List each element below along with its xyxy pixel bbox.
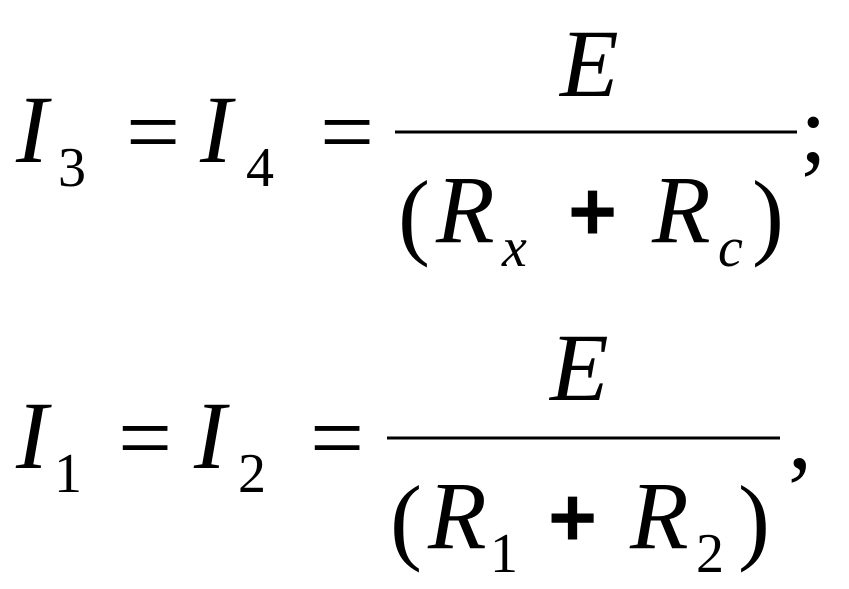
eq2-open-paren: ( — [390, 466, 422, 573]
eq1-term1-symbol: R — [435, 156, 495, 263]
eq2-lhs2-symbol: I — [193, 382, 230, 489]
eq1-numerator: E — [558, 10, 619, 117]
eq2-plus-operator: + — [548, 470, 597, 564]
eq2-term1-symbol: R — [427, 462, 487, 569]
equation-1: I 3 = I 4 = E ( R x + R c ) ; — [15, 10, 827, 279]
eq2-close-paren: ) — [738, 466, 770, 573]
eq2-lhs2-subscript: 2 — [238, 443, 266, 505]
eq1-trailing-semicolon: ; — [800, 76, 827, 183]
eq2-equals-2: = — [310, 384, 364, 491]
eq2-trailing-comma: , — [788, 382, 812, 489]
eq1-lhs2-subscript: 4 — [246, 137, 274, 199]
eq1-equals-2: = — [320, 78, 374, 185]
eq2-numerator: E — [548, 314, 609, 421]
eq1-term2-symbol: R — [651, 156, 711, 263]
eq1-lhs1-subscript: 3 — [58, 137, 86, 199]
eq1-open-paren: ( — [398, 161, 430, 268]
eq2-equals-1: = — [118, 384, 172, 491]
eq2-term2-subscript: 2 — [696, 523, 724, 585]
eq1-close-paren: ) — [752, 161, 784, 268]
eq1-lhs2-symbol: I — [199, 76, 236, 183]
eq2-lhs1-symbol: I — [15, 382, 52, 489]
eq2-lhs1-subscript: 1 — [54, 443, 82, 505]
eq1-term2-subscript: c — [718, 217, 743, 279]
eq1-lhs1-symbol: I — [15, 76, 52, 183]
eq2-term2-symbol: R — [629, 462, 689, 569]
eq1-equals-1: = — [126, 78, 180, 185]
eq1-term1-subscript: x — [501, 217, 527, 279]
eq2-term1-subscript: 1 — [490, 523, 518, 585]
equation-2: I 1 = I 2 = E ( R 1 + R 2 ) , — [15, 314, 812, 585]
eq1-plus-operator: + — [568, 164, 617, 258]
